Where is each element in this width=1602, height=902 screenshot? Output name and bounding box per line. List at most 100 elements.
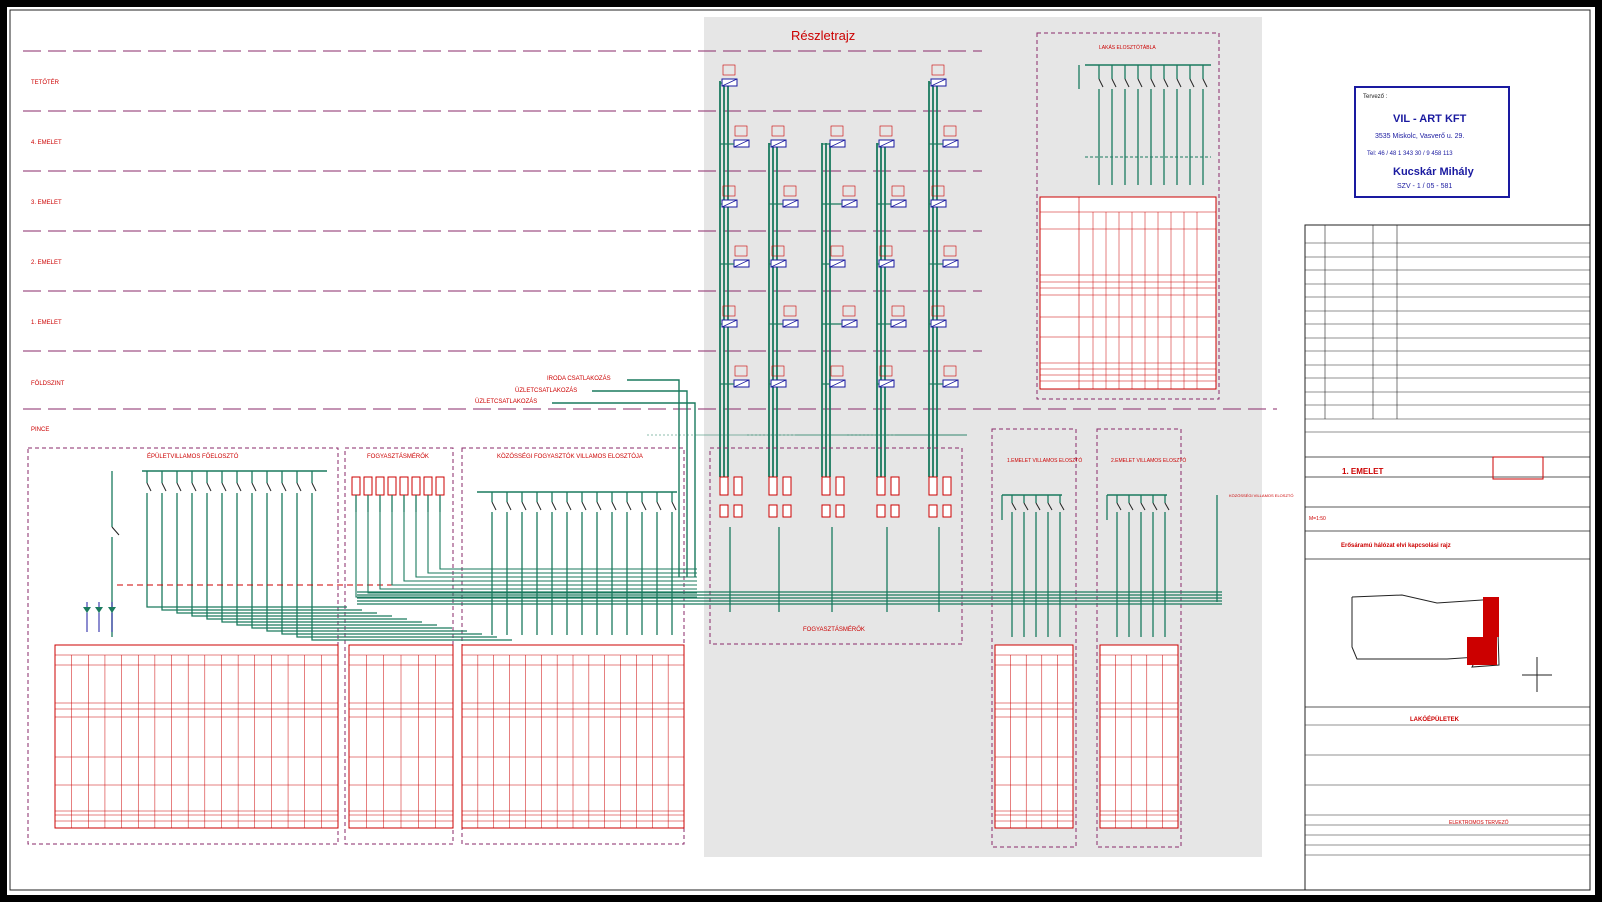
feeder-wire [251, 493, 452, 629]
feed-wire [592, 390, 688, 577]
box-label [771, 125, 785, 137]
distribution-box-mark [733, 379, 750, 388]
box-label [891, 305, 905, 317]
panel-side-title: KÖZÖSSÉGI VILLAMOS ELOSZTÓ [1229, 493, 1293, 498]
breaker-switch [161, 482, 167, 492]
breaker-switch [1163, 78, 1169, 88]
box-label [734, 365, 748, 377]
breaker-switch [1164, 502, 1170, 511]
distribution-box-mark [721, 319, 738, 328]
meter [876, 504, 886, 518]
box-label [783, 305, 797, 317]
meter-out [355, 512, 697, 598]
meter [890, 504, 900, 518]
breaker-switch [506, 501, 512, 511]
ground-symbol [83, 607, 91, 613]
breaker-switch [551, 501, 557, 511]
floor-plan-highlight [1483, 597, 1499, 637]
feeder-wire [221, 493, 422, 623]
panel-2-table [1099, 644, 1179, 829]
meter [835, 504, 845, 518]
meter [782, 476, 792, 496]
floor-label: 3. EMELET [31, 200, 62, 206]
breaker-switch [221, 482, 227, 492]
floor-label: PINCE [31, 427, 49, 433]
circuit-tables [54, 644, 1179, 829]
meter [821, 504, 831, 518]
box-label [734, 125, 748, 137]
riser-lines [647, 64, 967, 477]
distribution-box-mark [878, 259, 895, 268]
designer-label: Tervező : [1363, 94, 1388, 100]
floor-label: FÖLDSZINT [31, 380, 65, 387]
breaker-switch [176, 482, 182, 492]
meter [782, 504, 792, 518]
floor-label: 1. EMELET [31, 320, 62, 326]
designer-phone: Tel: 46 / 48 1 343 30 / 9 458 113 [1367, 151, 1453, 157]
distribution-box-mark [930, 319, 947, 328]
meter [876, 476, 886, 496]
breaker-switch [1023, 502, 1029, 511]
breaker-switch [611, 501, 617, 511]
box-label [879, 245, 893, 257]
box-label [783, 185, 797, 197]
meter [835, 476, 845, 496]
meter-out [439, 512, 697, 570]
meter [435, 476, 445, 496]
feeder-wire [311, 493, 512, 641]
detail-title: Részletrajz [791, 28, 855, 43]
box-label [943, 245, 957, 257]
distribution-box-mark [733, 139, 750, 148]
feeder-wire [266, 493, 467, 632]
drawing-subject: Erősáramú hálózat elvi kapcsolási rajz [1341, 543, 1451, 549]
feeder-wire [191, 493, 392, 617]
meter [399, 476, 409, 496]
meter [719, 476, 729, 496]
distribution-box-mark [829, 259, 846, 268]
apartment-panel-frame [1036, 32, 1220, 400]
community-title: KÖZÖSSÉGI FOGYASZTÓK VILLAMOS ELOSZTÓJA [497, 453, 643, 460]
feeder-wire [206, 493, 407, 620]
meter [768, 476, 778, 496]
meter [821, 476, 831, 496]
meters-detail-frame [709, 447, 963, 645]
designer-type: ELEKTROMOS TERVEZŐ [1449, 819, 1509, 826]
distribution-box-mark [733, 259, 750, 268]
meter [423, 476, 433, 496]
breaker-switch [491, 501, 497, 511]
distribution-box-mark [942, 379, 959, 388]
apartment-panel-table [1039, 196, 1217, 390]
breaker-switch [596, 501, 602, 511]
meter-out [391, 512, 697, 586]
distribution-box-mark [829, 139, 846, 148]
breaker-switch [206, 482, 212, 492]
meter [387, 476, 397, 496]
floor-label: 4. EMELET [31, 140, 62, 146]
breaker-switch [311, 482, 317, 492]
breaker-switch [581, 501, 587, 511]
distribution-box-mark [878, 379, 895, 388]
sheet-box [1492, 456, 1544, 480]
feed-label-1: IRODA CSATLAKOZÁS [547, 375, 611, 382]
meter [733, 476, 743, 496]
distribution-box-mark [721, 199, 738, 208]
distribution-box-mark [721, 78, 738, 87]
meter-out [367, 512, 697, 594]
distribution-box-mark [782, 199, 799, 208]
breaker-switch [1116, 502, 1122, 511]
breaker-switch [1128, 502, 1134, 511]
breaker-switch [251, 482, 257, 492]
table-frame [1039, 196, 1217, 390]
breaker-switch [671, 501, 677, 511]
title-block-frame [1304, 224, 1591, 891]
panel-1-table [994, 644, 1074, 829]
distribution-box-mark [890, 199, 907, 208]
meter [733, 504, 743, 518]
meter-out [427, 512, 697, 574]
distribution-box-mark [841, 199, 858, 208]
box-label [842, 185, 856, 197]
box-label [842, 305, 856, 317]
breaker-switch [1176, 78, 1182, 88]
distribution-box-mark [890, 319, 907, 328]
box-label [830, 365, 844, 377]
